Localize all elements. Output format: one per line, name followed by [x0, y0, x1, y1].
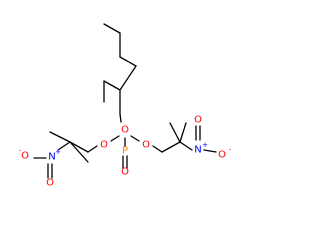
bond	[119, 65, 137, 91]
phosphate-core	[110, 135, 140, 169]
bond	[152, 145, 163, 153]
oxygen-atom: O	[121, 167, 129, 178]
bond	[130, 135, 140, 142]
oxygen-atom: O	[21, 151, 29, 162]
oxygen-atom: O	[100, 140, 108, 151]
bond	[57, 141, 71, 151]
left-nitro-branch	[33, 131, 98, 179]
nitrogen-atom: N	[48, 152, 55, 163]
atom-labels: O O P O O N + O - O N + O O -	[19, 115, 232, 189]
bond	[179, 122, 187, 143]
positive-charge: +	[202, 141, 208, 149]
positive-charge: +	[55, 148, 61, 156]
bond	[49, 131, 71, 143]
bond	[103, 23, 121, 34]
oxygen-atom: O	[218, 150, 226, 161]
bond	[69, 141, 89, 163]
structure-svg: O O P O O N + O - O N + O O -	[19, 23, 232, 189]
ethylhexyl-chain	[103, 23, 137, 123]
right-nitro-branch	[152, 122, 217, 153]
oxygen-atom: O	[194, 115, 202, 126]
bond	[103, 80, 121, 91]
bond	[119, 113, 122, 123]
negative-charge: -	[229, 146, 232, 154]
bond	[203, 149, 217, 153]
bond	[69, 141, 89, 153]
bond	[169, 122, 181, 143]
bond	[179, 141, 193, 151]
oxygen-atom: O	[121, 125, 129, 136]
nitrogen-atom: N	[194, 145, 201, 156]
oxygen-atom: O	[46, 178, 54, 189]
phosphorus-atom: P	[122, 146, 128, 157]
bond	[161, 141, 181, 153]
negative-charge: -	[19, 147, 22, 155]
oxygen-atom: O	[142, 140, 150, 151]
bond	[110, 135, 120, 142]
bond	[119, 56, 137, 67]
bond	[87, 145, 98, 153]
molecule-diagram: O O P O O N + O - O N + O O -	[19, 23, 232, 189]
